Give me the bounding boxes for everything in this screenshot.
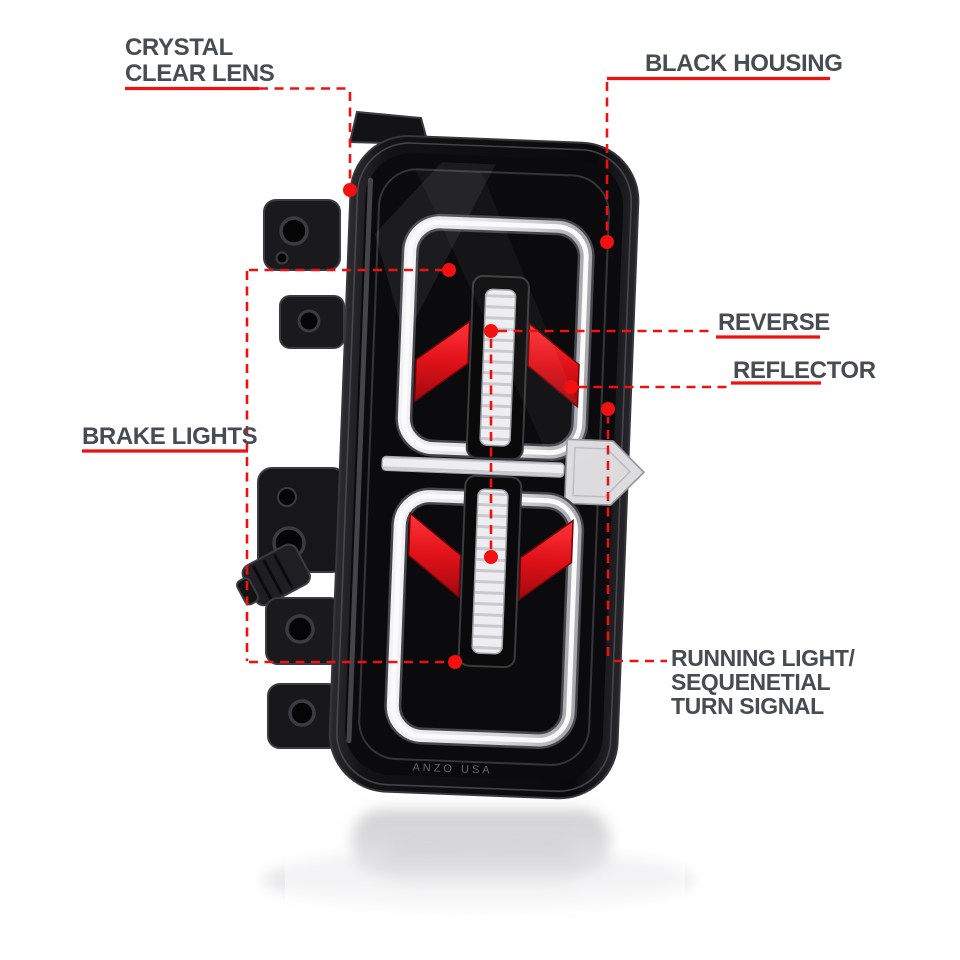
callout-label-line: RUNNING LIGHT/	[671, 645, 855, 671]
side-marker-arrow	[563, 438, 646, 506]
bolt-hole	[285, 614, 315, 644]
callout-label-line: SEQUENETIAL	[671, 669, 831, 695]
callout-dot	[484, 550, 498, 564]
callout-dot	[448, 655, 462, 669]
callout-label-line: REVERSE	[718, 309, 830, 336]
mounting-brackets	[236, 110, 430, 749]
lens-gloss	[374, 162, 496, 340]
upper-reflector-left	[413, 320, 471, 403]
bolt-hole	[277, 487, 297, 507]
wiring-connector	[236, 543, 311, 607]
lower-reverse-light-bar	[471, 488, 509, 655]
callout-dot	[343, 183, 357, 197]
callout-label-line: BLACK HOUSING	[645, 50, 843, 77]
callout-dot	[564, 380, 578, 394]
callout-dot	[601, 402, 615, 416]
running-light-connector	[601, 402, 667, 663]
lower-reflector-right	[518, 519, 574, 602]
bolt-hole	[279, 216, 309, 246]
brake-lights-connector	[82, 263, 462, 669]
callout-dot	[484, 324, 498, 338]
lens-gloss	[415, 169, 599, 473]
callout-crystal-clear-lens: CRYSTAL CLEAR LENS	[125, 34, 275, 87]
callout-reverse: REVERSE	[718, 310, 830, 336]
bolt-hole	[288, 699, 316, 727]
callout-label-line: REFLECTOR	[733, 357, 876, 384]
callout-label-line: TURN SIGNAL	[671, 693, 824, 719]
callout-label-line: BRAKE LIGHTS	[82, 423, 258, 450]
reflector-connector	[564, 380, 821, 394]
callout-label-line: CRYSTAL	[125, 34, 233, 61]
lower-light-module	[384, 474, 585, 749]
callout-brake-lights: BRAKE LIGHTS	[82, 423, 258, 450]
callout-dot	[442, 263, 456, 277]
brand-plate-text: ANZO USA	[412, 762, 493, 777]
callout-label-line: CLEAR LENS	[125, 60, 275, 87]
reverse-connector	[484, 324, 820, 564]
lower-reflector-left	[407, 511, 462, 599]
callout-dot	[600, 235, 614, 249]
callout-reflector: REFLECTOR	[733, 358, 876, 384]
tail-light-lamp: ANZO USA	[328, 135, 646, 800]
bolt-hole	[297, 309, 321, 333]
black-housing-connector	[600, 76, 830, 249]
center-running-light-strip	[381, 438, 646, 506]
callout-black-housing: BLACK HOUSING	[645, 50, 843, 77]
callout-running-light-turn-signal: RUNNING LIGHT/ SEQUENETIAL TURN SIGNAL	[671, 646, 855, 718]
crystal-clear-lens-connector	[125, 86, 357, 197]
bolt-hole	[275, 251, 289, 265]
floor-reflection	[263, 798, 693, 960]
